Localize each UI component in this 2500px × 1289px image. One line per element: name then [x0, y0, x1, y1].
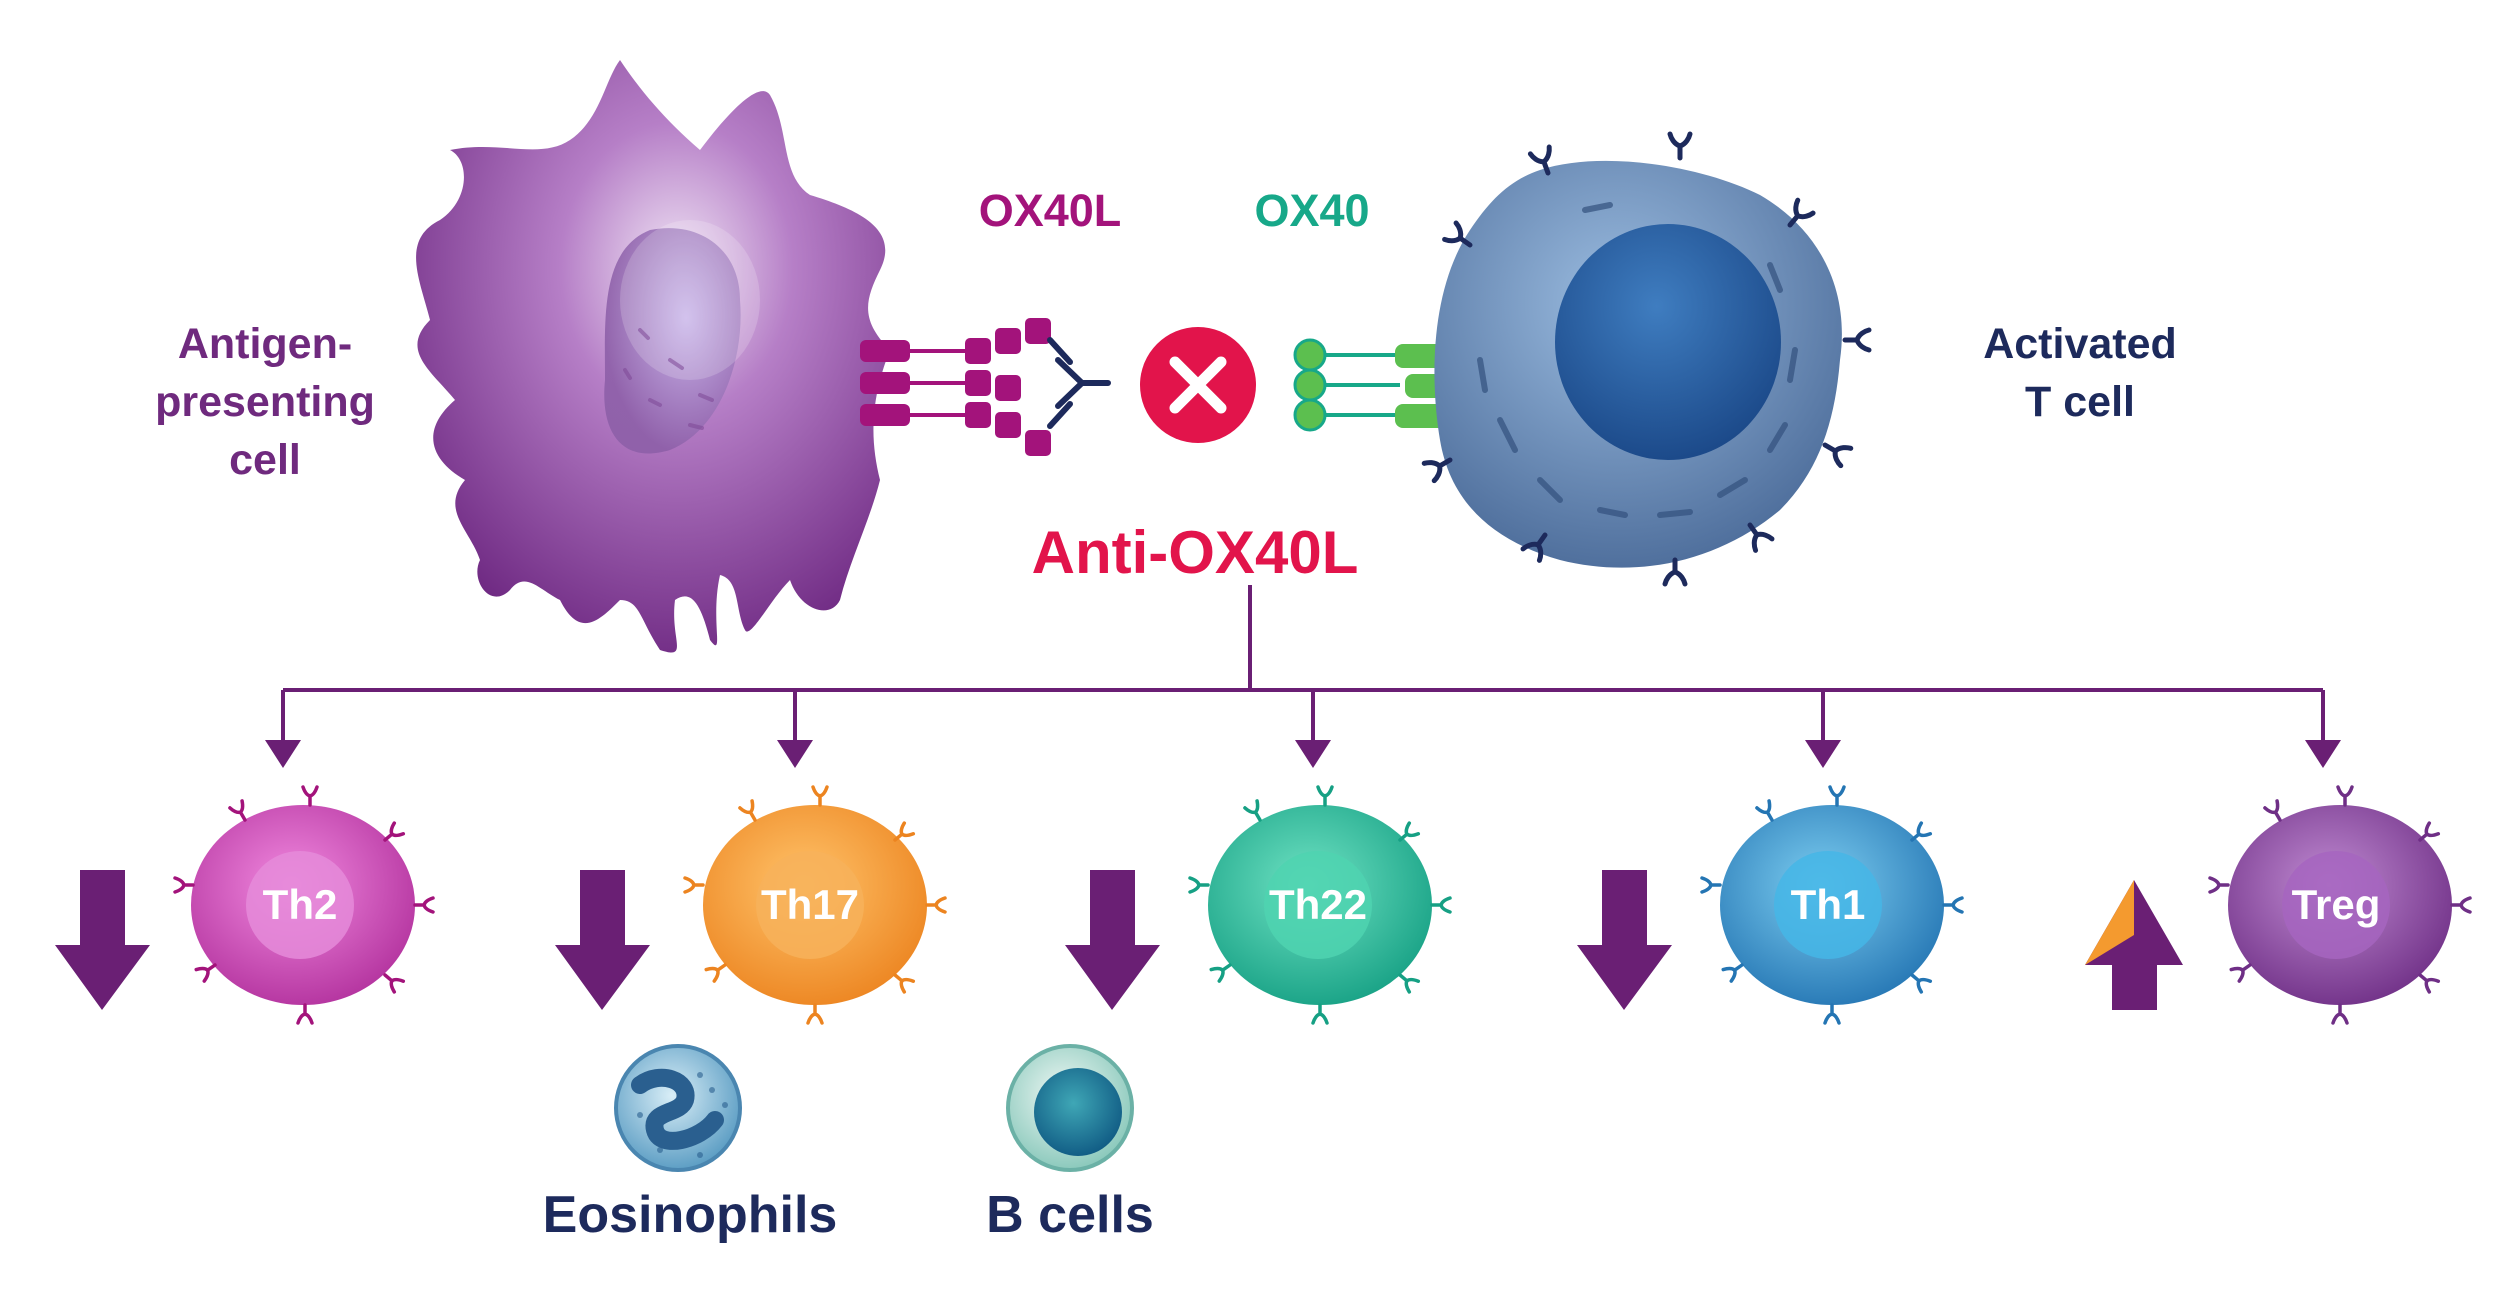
apc-label-line2: presenting: [155, 378, 375, 426]
down-arrow-icon: [1065, 870, 1160, 1010]
t-cell-label-line1: Activated: [1983, 320, 2177, 368]
b-cells-label: B cells: [986, 1186, 1154, 1244]
ox40-label: OX40: [1254, 185, 1370, 236]
th1-cell: [1700, 785, 1964, 1025]
eosinophils-label: Eosinophils: [542, 1186, 838, 1244]
apc-label: Antigen- presenting cell: [155, 315, 375, 489]
antibody-icon: [1047, 337, 1111, 429]
down-arrow-icon: [1577, 870, 1672, 1010]
branch-connector: [281, 585, 2325, 740]
anti-ox40l-label: Anti-OX40L: [1031, 519, 1359, 586]
t-cell-label: Activated T cell: [1983, 315, 2177, 431]
ox40-receptors: [1293, 338, 1460, 432]
apc-label-line3: cell: [229, 436, 301, 484]
th22-label: Th22: [1268, 881, 1368, 928]
th17-cell: [683, 785, 947, 1025]
branch-arrowheads: [265, 740, 2341, 768]
block-x-icon: [1140, 327, 1256, 443]
treg-cell: [2208, 785, 2472, 1025]
down-arrow-icon: [555, 870, 650, 1010]
th1-label: Th1: [1790, 881, 1866, 928]
apc-label-line1: Antigen-: [177, 320, 353, 368]
th2-cell: [173, 785, 435, 1025]
th2-label: Th2: [262, 881, 338, 928]
ox40l-label: OX40L: [978, 185, 1122, 236]
th22-cell: [1188, 785, 1452, 1025]
treg-label: Treg: [2291, 881, 2381, 928]
t-cell-label-line2: T cell: [2025, 378, 2135, 426]
th17-label: Th17: [760, 881, 860, 928]
eosinophil-cell: [614, 1044, 742, 1172]
antigen-presenting-cell: [416, 60, 890, 653]
ox40l-receptors: [860, 318, 1051, 456]
down-arrow-icon: [55, 870, 150, 1010]
b-cell: [1006, 1044, 1134, 1172]
up-arrow-icon: [2085, 880, 2183, 1010]
activated-t-cell: [1424, 134, 1869, 584]
